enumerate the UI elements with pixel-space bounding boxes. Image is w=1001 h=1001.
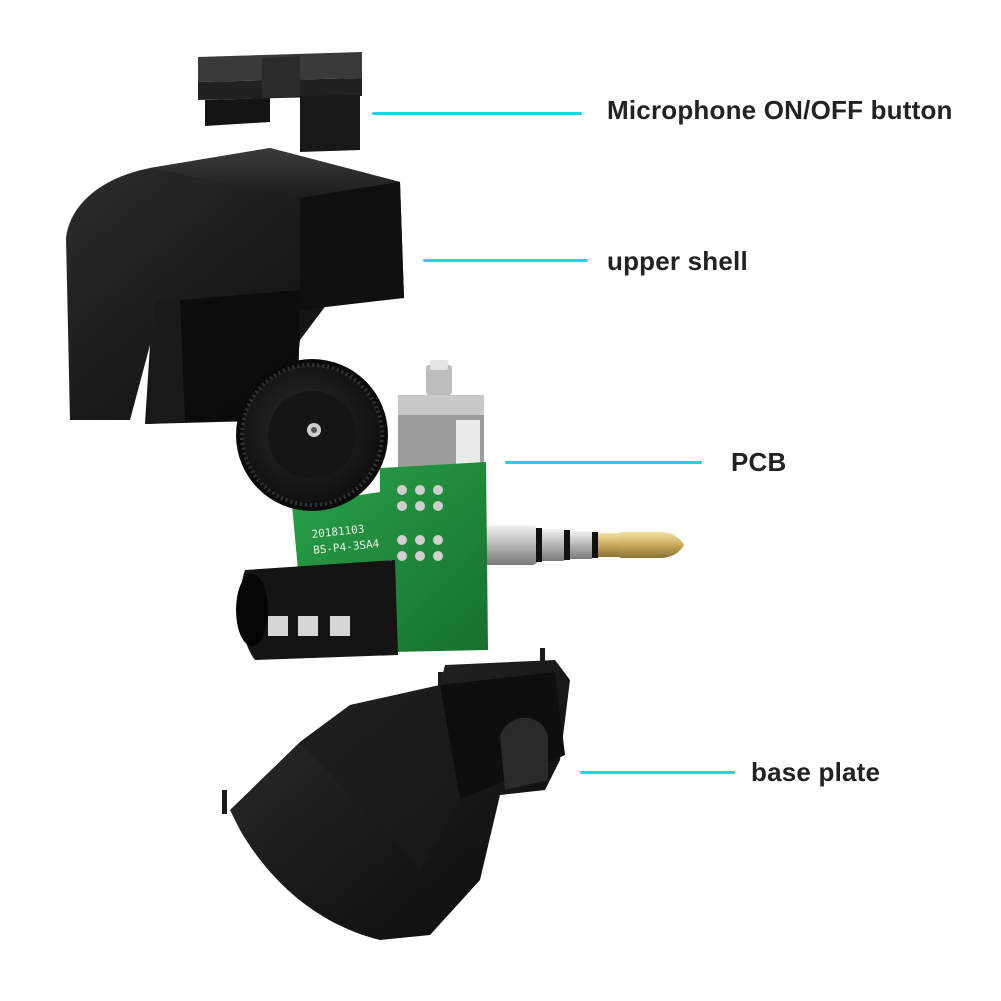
upper-shell-part — [66, 148, 404, 424]
base-plate-part — [222, 648, 570, 940]
label-upper-shell: upper shell — [607, 246, 748, 276]
mic-button-part — [198, 52, 362, 152]
label-base-plate: base plate — [751, 757, 881, 787]
audio-plug — [478, 525, 684, 565]
label-pcb: PCB — [731, 447, 787, 477]
switch-component — [398, 360, 484, 473]
volume-wheel — [236, 359, 388, 511]
callout-line-upper-shell — [423, 259, 588, 262]
label-mic-button: Microphone ON/OFF button — [607, 95, 953, 125]
pcb-part: 20181103 BS-P4-3SA4 — [236, 359, 684, 660]
callout-line-base-plate — [580, 771, 735, 774]
pcb-pads — [397, 485, 443, 561]
svg-text:20181103: 20181103 — [311, 523, 365, 541]
audio-socket — [236, 560, 398, 660]
callout-line-mic-button — [372, 112, 582, 115]
callout-line-pcb — [505, 461, 702, 464]
